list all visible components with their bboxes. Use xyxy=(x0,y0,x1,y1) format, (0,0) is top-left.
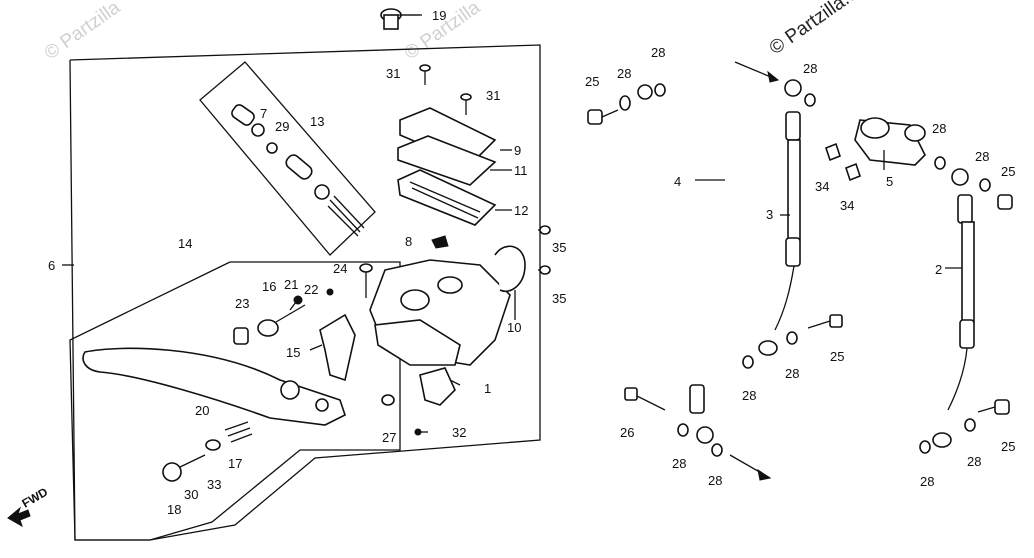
label-10: 10 xyxy=(507,320,521,335)
label-31-a: 31 xyxy=(386,66,400,81)
brake-hose-2 xyxy=(932,168,975,448)
label-28-g: 28 xyxy=(742,388,756,403)
label-31-b: 31 xyxy=(486,88,500,103)
part-labels: 19 6 31 31 13 7 29 9 11 12 8 35 35 14 24… xyxy=(48,8,1015,517)
label-26: 26 xyxy=(620,425,634,440)
label-5: 5 xyxy=(886,174,893,189)
label-28-e: 28 xyxy=(975,149,989,164)
switch-group xyxy=(233,288,356,382)
watermark-copyright: © Partzilla.com xyxy=(766,0,883,59)
label-2: 2 xyxy=(935,262,942,277)
label-28-f: 28 xyxy=(785,366,799,381)
label-28-b: 28 xyxy=(617,66,631,81)
small-screws xyxy=(359,64,551,436)
label-28-j: 28 xyxy=(967,454,981,469)
label-28-a: 28 xyxy=(651,45,665,60)
label-1: 1 xyxy=(484,381,491,396)
label-17: 17 xyxy=(228,456,242,471)
fwd-indicator: FWD xyxy=(7,485,51,528)
brake-hose-4 xyxy=(637,84,731,444)
flow-arrows xyxy=(729,61,780,481)
label-27: 27 xyxy=(382,430,396,445)
reservoir-cap-group xyxy=(397,107,497,226)
bolts-and-washers xyxy=(587,83,1013,457)
brake-hose-3 xyxy=(758,79,802,356)
label-20: 20 xyxy=(195,403,209,418)
label-12: 12 xyxy=(514,203,528,218)
label-28-d: 28 xyxy=(932,121,946,136)
label-25-d: 25 xyxy=(1001,439,1015,454)
pivot-parts xyxy=(162,421,253,482)
fwd-label: FWD xyxy=(20,485,51,511)
label-23: 23 xyxy=(235,296,249,311)
label-28-k: 28 xyxy=(920,474,934,489)
label-6: 6 xyxy=(48,258,55,273)
label-32: 32 xyxy=(452,425,466,440)
label-14: 14 xyxy=(178,236,192,251)
label-11: 11 xyxy=(514,163,528,178)
piston-set-boundary-13 xyxy=(199,61,376,256)
holder-10 xyxy=(494,245,526,292)
label-25-b: 25 xyxy=(1001,164,1015,179)
label-9: 9 xyxy=(514,143,521,158)
label-21: 21 xyxy=(284,277,298,292)
label-28-h: 28 xyxy=(672,456,686,471)
label-15: 15 xyxy=(286,345,300,360)
label-28-i: 28 xyxy=(708,473,722,488)
label-35-b: 35 xyxy=(552,291,566,306)
leader-lines xyxy=(289,14,962,386)
joint-5 xyxy=(854,117,926,166)
label-33: 33 xyxy=(207,477,221,492)
label-3: 3 xyxy=(766,207,773,222)
label-22: 22 xyxy=(304,282,318,297)
label-4: 4 xyxy=(674,174,681,189)
label-34-b: 34 xyxy=(840,198,854,213)
label-25-c: 25 xyxy=(830,349,844,364)
label-18: 18 xyxy=(167,502,181,517)
watermark-faint-left: © Partzilla xyxy=(41,0,125,64)
label-34-a: 34 xyxy=(815,179,829,194)
bolt-19 xyxy=(380,8,420,30)
label-28-c: 28 xyxy=(803,61,817,76)
watermarks: © Partzilla © Partzilla © Partzilla.com xyxy=(41,0,883,64)
label-30: 30 xyxy=(184,487,198,502)
label-19: 19 xyxy=(432,8,446,23)
label-7: 7 xyxy=(260,106,267,121)
master-cylinder-body xyxy=(369,259,511,406)
label-13: 13 xyxy=(310,114,324,129)
label-25-a: 25 xyxy=(585,74,599,89)
label-35-a: 35 xyxy=(552,240,566,255)
label-29: 29 xyxy=(275,119,289,134)
label-8: 8 xyxy=(405,234,412,249)
brake-lever-20 xyxy=(82,347,346,426)
label-16: 16 xyxy=(262,279,276,294)
label-24: 24 xyxy=(333,261,347,276)
piston-set-parts xyxy=(231,104,365,237)
